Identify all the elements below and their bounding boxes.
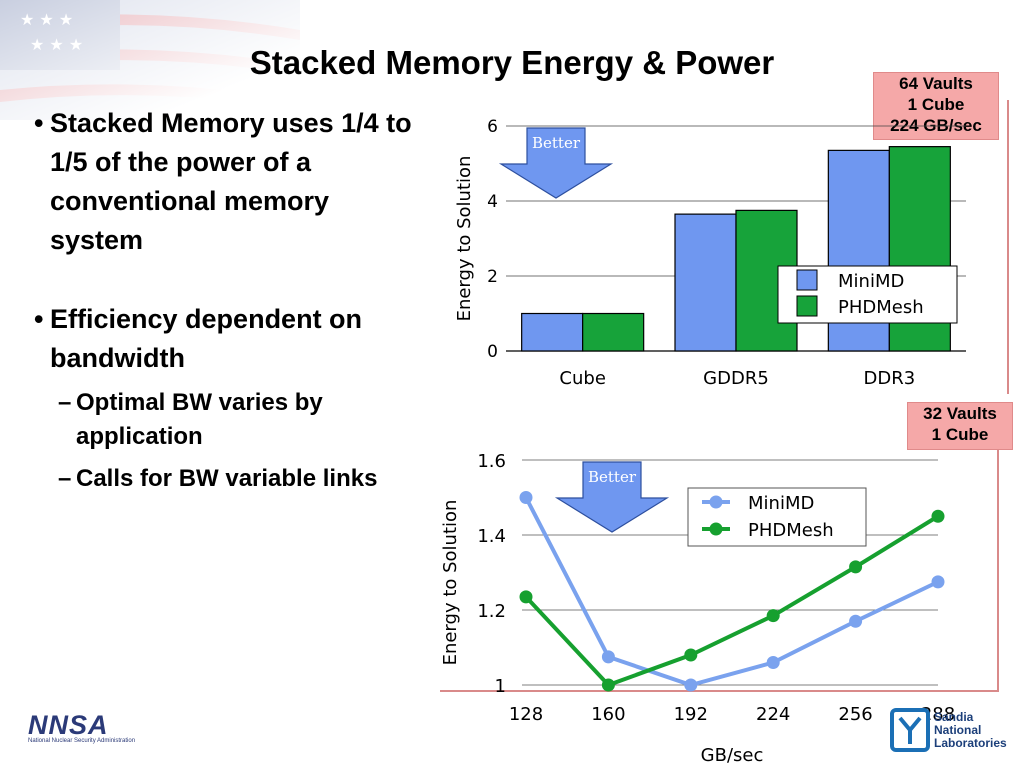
- data-point: [849, 560, 863, 574]
- callout-top-line: 224 GB/sec: [890, 116, 982, 135]
- x-tick-label: GDDR5: [703, 368, 769, 389]
- y-tick-label: 4: [487, 192, 498, 212]
- data-point: [601, 678, 615, 692]
- chart-frame-top: [440, 100, 1009, 394]
- legend-label: PHDMesh: [748, 520, 834, 541]
- bullet-text: Efficiency dependent on bandwidth: [50, 304, 363, 373]
- sub-bullet-item: – Optimal BW varies by application: [34, 386, 424, 454]
- nnsa-logo: NNSA National Nuclear Security Administr…: [28, 710, 136, 745]
- data-point: [601, 650, 615, 664]
- x-tick-label: Cube: [559, 368, 605, 389]
- x-tick-label: 256: [838, 704, 872, 725]
- x-tick-label: 192: [674, 704, 708, 725]
- x-tick-label: 160: [591, 704, 625, 725]
- y-axis-label: Energy to Solution: [440, 500, 461, 666]
- callout-top-line: 64 Vaults: [899, 74, 973, 93]
- callout-top: 64 Vaults 1 Cube 224 GB/sec: [873, 72, 999, 140]
- bullet-mark: •: [34, 304, 44, 334]
- nnsa-logo-text: NNSA: [28, 710, 109, 740]
- chart-frame-bottom: [440, 440, 999, 692]
- sandia-logo: Sandia National Laboratories: [890, 708, 1007, 752]
- callout-bottom-line: 1 Cube: [931, 425, 989, 444]
- y-tick-label: 0: [487, 342, 498, 362]
- sandia-logo-line: Sandia: [934, 709, 974, 724]
- series-line: [524, 496, 939, 688]
- sandia-logo-line: National: [934, 722, 982, 737]
- callout-bottom-line: 32 Vaults: [923, 404, 997, 423]
- better-arrow-icon: [498, 127, 614, 199]
- bullet-text: Stacked Memory uses 1/4 to 1/5 of the po…: [50, 108, 412, 255]
- y-tick-label: 2: [487, 267, 498, 287]
- data-point: [519, 491, 533, 504]
- callout-top-line: 1 Cube: [907, 95, 965, 114]
- slide-title: Stacked Memory Energy & Power: [249, 44, 775, 81]
- legend-swatch: [796, 269, 818, 291]
- data-point: [519, 590, 533, 604]
- bar: [582, 312, 645, 352]
- y-tick-label: 1: [495, 676, 506, 697]
- data-point: [849, 614, 863, 628]
- bullet-item: • Efficiency dependent on bandwidth: [34, 300, 424, 378]
- x-tick-label: 128: [509, 704, 543, 725]
- legend-swatch: [796, 295, 818, 317]
- data-point: [931, 509, 945, 523]
- x-axis-label: GB/sec: [701, 745, 764, 766]
- data-point: [684, 648, 698, 662]
- legend-marker: [709, 495, 723, 509]
- sub-bullet-text: Optimal BW varies by application: [76, 389, 323, 450]
- sandia-logo-line: Laboratories: [934, 735, 1007, 750]
- bar: [521, 312, 584, 352]
- legend-label: MiniMD: [748, 493, 814, 514]
- sandia-thunderbird-icon: [890, 708, 930, 752]
- sub-bullet-text: Calls for BW variable links: [76, 465, 378, 492]
- legend-label: MiniMD: [838, 271, 904, 292]
- legend-marker: [709, 522, 723, 536]
- sub-bullet-mark: –: [58, 465, 72, 492]
- y-tick-label: 6: [487, 117, 498, 137]
- better-arrow-label: Better: [588, 468, 637, 486]
- data-point: [766, 656, 780, 669]
- better-arrow-icon: [554, 461, 670, 533]
- bullet-list: • Stacked Memory uses 1/4 to 1/5 of the …: [34, 104, 424, 496]
- y-tick-label: 1.2: [477, 601, 506, 622]
- x-tick-label: 224: [756, 704, 790, 725]
- series-line: [524, 514, 940, 688]
- callout-bottom: 32 Vaults 1 Cube: [907, 402, 1013, 450]
- y-tick-label: 1.4: [477, 526, 506, 547]
- sub-bullet-item: – Calls for BW variable links: [34, 462, 424, 496]
- flag-background: ★ ★ ★ ★ ★ ★: [0, 0, 300, 120]
- bullet-mark: •: [34, 108, 44, 138]
- data-point: [684, 678, 698, 692]
- bullet-item: • Stacked Memory uses 1/4 to 1/5 of the …: [34, 104, 424, 260]
- y-tick-label: 1.6: [477, 451, 506, 472]
- y-axis-label: Energy to Solution: [454, 156, 475, 322]
- better-arrow-label: Better: [532, 134, 581, 152]
- bar: [674, 213, 737, 352]
- nnsa-logo-caption: National Nuclear Security Administration: [28, 738, 136, 744]
- legend-label: PHDMesh: [838, 297, 924, 318]
- data-point: [766, 609, 780, 623]
- sub-bullet-mark: –: [58, 389, 72, 416]
- x-tick-label: DDR3: [863, 368, 915, 389]
- data-point: [931, 575, 945, 589]
